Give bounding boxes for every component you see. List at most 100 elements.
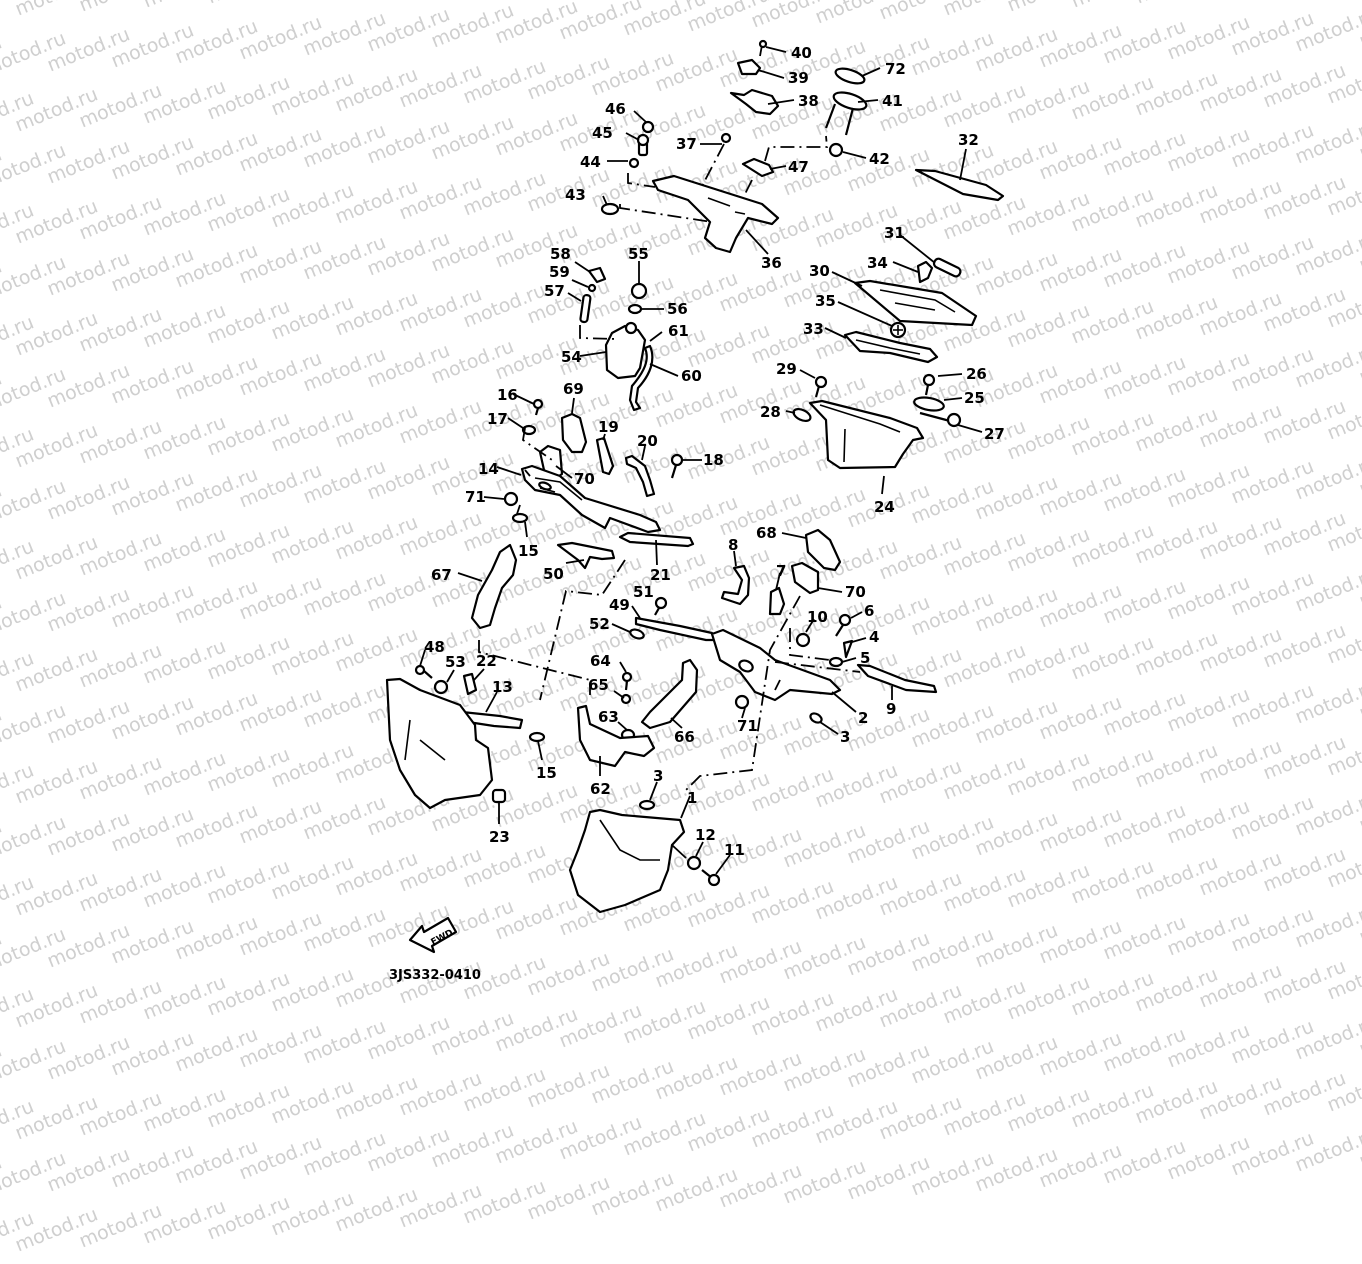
part-42-nut[interactable] (830, 144, 842, 156)
callout-15-lower[interactable]: 15 (536, 764, 557, 782)
callout-3-lower[interactable]: 3 (653, 767, 663, 785)
callout-47[interactable]: 47 (788, 158, 809, 176)
callout-1[interactable]: 1 (687, 789, 697, 807)
callout-3-upper[interactable]: 3 (840, 728, 850, 746)
part-54-tank[interactable] (606, 323, 645, 378)
part-19-pad[interactable] (597, 438, 613, 474)
callout-17[interactable]: 17 (487, 410, 508, 428)
part-41-cap-assembly[interactable] (826, 89, 868, 135)
part-32-pad[interactable] (916, 170, 1003, 200)
callout-24[interactable]: 24 (874, 498, 895, 516)
callout-63[interactable]: 63 (598, 708, 619, 726)
part-50-plate[interactable] (558, 543, 614, 568)
part-35-knob[interactable] (891, 323, 905, 337)
callout-10[interactable]: 10 (807, 608, 828, 626)
callout-12[interactable]: 12 (695, 826, 716, 844)
callout-31[interactable]: 31 (884, 224, 905, 242)
callout-22[interactable]: 22 (476, 652, 497, 670)
part-52-grommet[interactable] (629, 628, 645, 640)
part-8-hose[interactable] (722, 566, 749, 604)
part-44-washer[interactable] (630, 159, 638, 167)
callout-71-left[interactable]: 71 (465, 488, 486, 506)
callout-71-right[interactable]: 71 (737, 717, 758, 735)
part-69-cover[interactable] (562, 414, 586, 452)
part-6-bolt[interactable] (836, 615, 850, 636)
callout-21[interactable]: 21 (650, 566, 671, 584)
callout-54[interactable]: 54 (561, 348, 582, 366)
callout-65[interactable]: 65 (588, 676, 609, 694)
callout-70-right[interactable]: 70 (845, 583, 866, 601)
part-33-seal[interactable] (845, 332, 937, 362)
part-71-grommet-b[interactable] (736, 696, 748, 708)
callout-66[interactable]: 66 (674, 728, 695, 746)
callout-9[interactable]: 9 (886, 700, 896, 718)
callout-32[interactable]: 32 (958, 131, 979, 149)
callout-43[interactable]: 43 (565, 186, 586, 204)
callout-56[interactable]: 56 (667, 300, 688, 318)
part-29-bolt[interactable] (816, 377, 826, 397)
part-5-washer[interactable] (830, 658, 842, 666)
callout-40[interactable]: 40 (791, 44, 812, 62)
callout-46[interactable]: 46 (605, 100, 626, 118)
part-71-grommet-a[interactable] (505, 493, 517, 505)
part-57-hose[interactable] (580, 295, 591, 323)
part-3-grommet-b[interactable] (640, 801, 654, 809)
part-cover-left[interactable] (387, 679, 492, 808)
part-68-cover[interactable] (806, 530, 840, 570)
callout-64[interactable]: 64 (590, 652, 611, 670)
callout-37[interactable]: 37 (676, 135, 697, 153)
callout-33[interactable]: 33 (803, 320, 824, 338)
callout-72[interactable]: 72 (885, 60, 906, 78)
part-70-gasket-b[interactable] (792, 563, 818, 593)
callout-58[interactable]: 58 (550, 245, 571, 263)
callout-42[interactable]: 42 (869, 150, 890, 168)
callout-61[interactable]: 61 (668, 322, 689, 340)
part-38-cover[interactable] (731, 90, 778, 114)
part-28-grommet[interactable] (792, 407, 813, 424)
callout-30[interactable]: 30 (809, 262, 830, 280)
callout-69[interactable]: 69 (563, 380, 584, 398)
part-66-stay[interactable] (642, 660, 697, 728)
part-4-screw[interactable] (844, 641, 852, 657)
part-16-screw[interactable] (534, 400, 542, 415)
part-31-spring[interactable] (933, 257, 962, 277)
part-27-rod[interactable] (920, 413, 960, 426)
callout-29[interactable]: 29 (776, 360, 797, 378)
part-18-bolt[interactable] (672, 455, 682, 478)
callout-27[interactable]: 27 (984, 425, 1005, 443)
callout-14[interactable]: 14 (478, 460, 499, 478)
callout-68[interactable]: 68 (756, 524, 777, 542)
part-37-pin[interactable] (701, 134, 730, 188)
part-43-grommet[interactable] (602, 204, 618, 214)
callout-49[interactable]: 49 (609, 596, 630, 614)
part-55-cap[interactable] (632, 284, 646, 298)
callout-39[interactable]: 39 (788, 69, 809, 87)
part-1-cover[interactable] (570, 810, 684, 912)
callout-26[interactable]: 26 (966, 365, 987, 383)
callout-11[interactable]: 11 (724, 841, 745, 859)
part-15-grommet-b[interactable] (530, 733, 544, 741)
part-72-gasket[interactable] (834, 66, 866, 87)
part-12-nut[interactable] (688, 857, 700, 869)
callout-48[interactable]: 48 (424, 638, 445, 656)
callout-5[interactable]: 5 (860, 649, 870, 667)
part-26-screw[interactable] (924, 375, 934, 395)
callout-51[interactable]: 51 (633, 583, 654, 601)
callout-35[interactable]: 35 (815, 292, 836, 310)
callout-34[interactable]: 34 (867, 254, 888, 272)
part-10-grommet[interactable] (797, 634, 809, 646)
part-47-gasket[interactable] (743, 159, 773, 176)
callout-57[interactable]: 57 (544, 282, 565, 300)
part-56-ring[interactable] (629, 305, 641, 313)
part-34-clip[interactable] (918, 262, 932, 282)
part-40-screw[interactable] (760, 41, 766, 56)
part-59-clip[interactable] (589, 285, 595, 291)
callout-25[interactable]: 25 (964, 389, 985, 407)
callout-60[interactable]: 60 (681, 367, 702, 385)
callout-2[interactable]: 2 (858, 709, 868, 727)
part-67-arm[interactable] (472, 545, 516, 628)
part-58-fitting[interactable] (589, 268, 605, 282)
callout-16[interactable]: 16 (497, 386, 518, 404)
part-24-box[interactable] (810, 401, 923, 468)
callout-50[interactable]: 50 (543, 565, 564, 583)
